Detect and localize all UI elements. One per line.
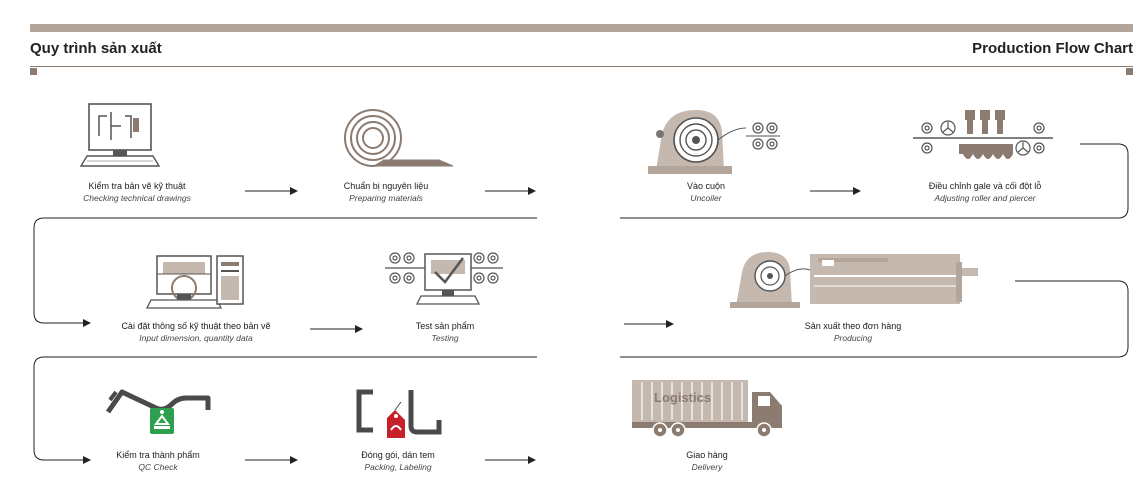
top-decor-bar [30, 24, 1133, 32]
divider-marker-left [30, 68, 37, 75]
step-1-title-vi: Kiểm tra bản vẽ kỹ thuật [88, 181, 186, 191]
computer-drawing-icon [79, 103, 161, 167]
step-3-label: Vào cuộn Uncoiler [606, 180, 806, 204]
uncoiler-icon [648, 110, 780, 174]
wrap-line-right-2 [620, 280, 1129, 358]
profile-tag-icon [105, 389, 211, 434]
wrap-line-left-2 [33, 356, 537, 464]
step-8-label: Kiểm tra thành phẩm QC Check [58, 449, 258, 473]
step-2-title-vi: Chuẩn bị nguyên liệu [343, 181, 429, 191]
divider-marker-right [1126, 68, 1133, 75]
step-3-title-en: Uncoiler [690, 193, 722, 203]
step-7-label: Sản xuất theo đơn hàng Producing [753, 320, 953, 344]
step-9-title-vi: Đóng gói, dán tem [361, 450, 435, 460]
step-6-label: Test sản phẩm Testing [345, 320, 545, 344]
title-english: Production Flow Chart [972, 40, 1133, 57]
step-3-title-vi: Vào cuộn [686, 181, 726, 191]
wrap-line-left-1 [33, 217, 537, 327]
title-vietnamese: Quy trình sản xuất [30, 40, 162, 57]
step-2-label: Chuẩn bị nguyên liệu Preparing materials [286, 180, 486, 204]
step-9-label: Đóng gói, dán tem Packing, Labeling [298, 449, 498, 473]
step-4-title-en: Adjusting roller and piercer [934, 193, 1036, 203]
step-5-title-en: Input dimension, quantity data [139, 333, 253, 343]
header-divider [30, 66, 1133, 67]
step-2-title-en: Preparing materials [349, 193, 423, 203]
computer-setup-icon [145, 255, 244, 309]
flow-connectors [33, 143, 1129, 464]
production-machine-icon [730, 252, 978, 308]
step-10-title-vi: Giao hàng [686, 450, 728, 460]
wrap-line-right-1 [620, 143, 1129, 219]
step-10-label: Giao hàng Delivery [607, 449, 807, 473]
coil-icon [344, 109, 454, 167]
step-6-title-en: Testing [431, 333, 459, 343]
step-5-label: Cài đặt thông số kỹ thuật theo bản vẽ In… [96, 320, 296, 344]
testing-icon [385, 252, 503, 305]
step-10-title-en: Delivery [691, 462, 723, 472]
truck-cargo-label: Logistics [654, 390, 711, 405]
step-7-title-en: Producing [833, 333, 873, 343]
profile-label-icon [356, 389, 442, 438]
step-6-title-vi: Test sản phẩm [415, 321, 475, 331]
step-9-title-en: Packing, Labeling [364, 462, 432, 472]
step-1-title-en: Checking technical drawings [83, 193, 191, 203]
step-4-label: Điều chỉnh gale và cối đột lỗ Adjusting … [885, 180, 1085, 204]
step-7-title-vi: Sản xuất theo đơn hàng [804, 321, 902, 331]
step-4-title-vi: Điều chỉnh gale và cối đột lỗ [928, 181, 1042, 191]
roller-piercer-icon [913, 110, 1053, 159]
truck-icon: Logistics [632, 380, 782, 438]
step-8-title-vi: Kiểm tra thành phẩm [116, 450, 200, 460]
step-5-title-vi: Cài đặt thông số kỹ thuật theo bản vẽ [121, 321, 271, 331]
step-8-title-en: QC Check [138, 462, 178, 472]
step-1-label: Kiểm tra bản vẽ kỹ thuật Checking techni… [37, 180, 237, 204]
